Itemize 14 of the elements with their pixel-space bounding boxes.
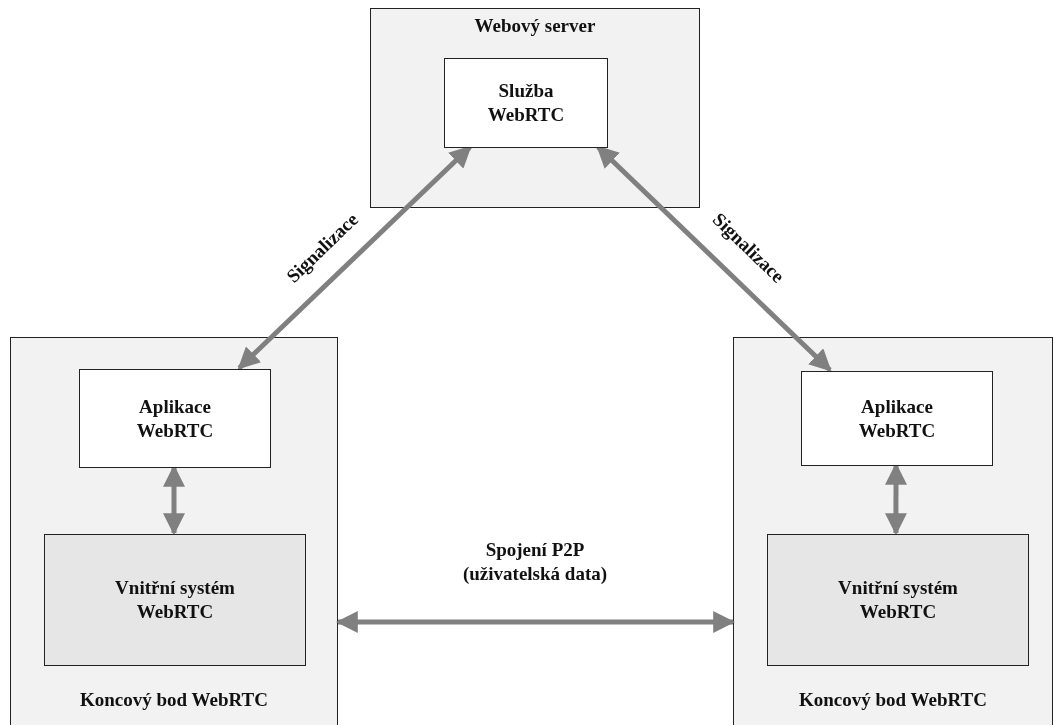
double-arrow <box>596 145 832 372</box>
panel-title: Webový server <box>474 15 596 37</box>
double-arrow <box>335 611 736 633</box>
engine-box: Vnitřní systém WebRTC <box>767 534 1029 666</box>
application-box: Aplikace WebRTC <box>801 371 993 466</box>
panel-title: Koncový bod WebRTC <box>80 689 268 711</box>
service-box: Služba WebRTC <box>444 58 608 148</box>
double-arrow <box>237 145 472 370</box>
server-panel <box>370 8 700 208</box>
application-box: Aplikace WebRTC <box>79 369 271 468</box>
engine-box: Vnitřní systém WebRTC <box>44 534 306 666</box>
endpoint-panel <box>10 337 338 725</box>
endpoint-panel <box>733 337 1053 725</box>
panel-title: Koncový bod WebRTC <box>799 689 987 711</box>
